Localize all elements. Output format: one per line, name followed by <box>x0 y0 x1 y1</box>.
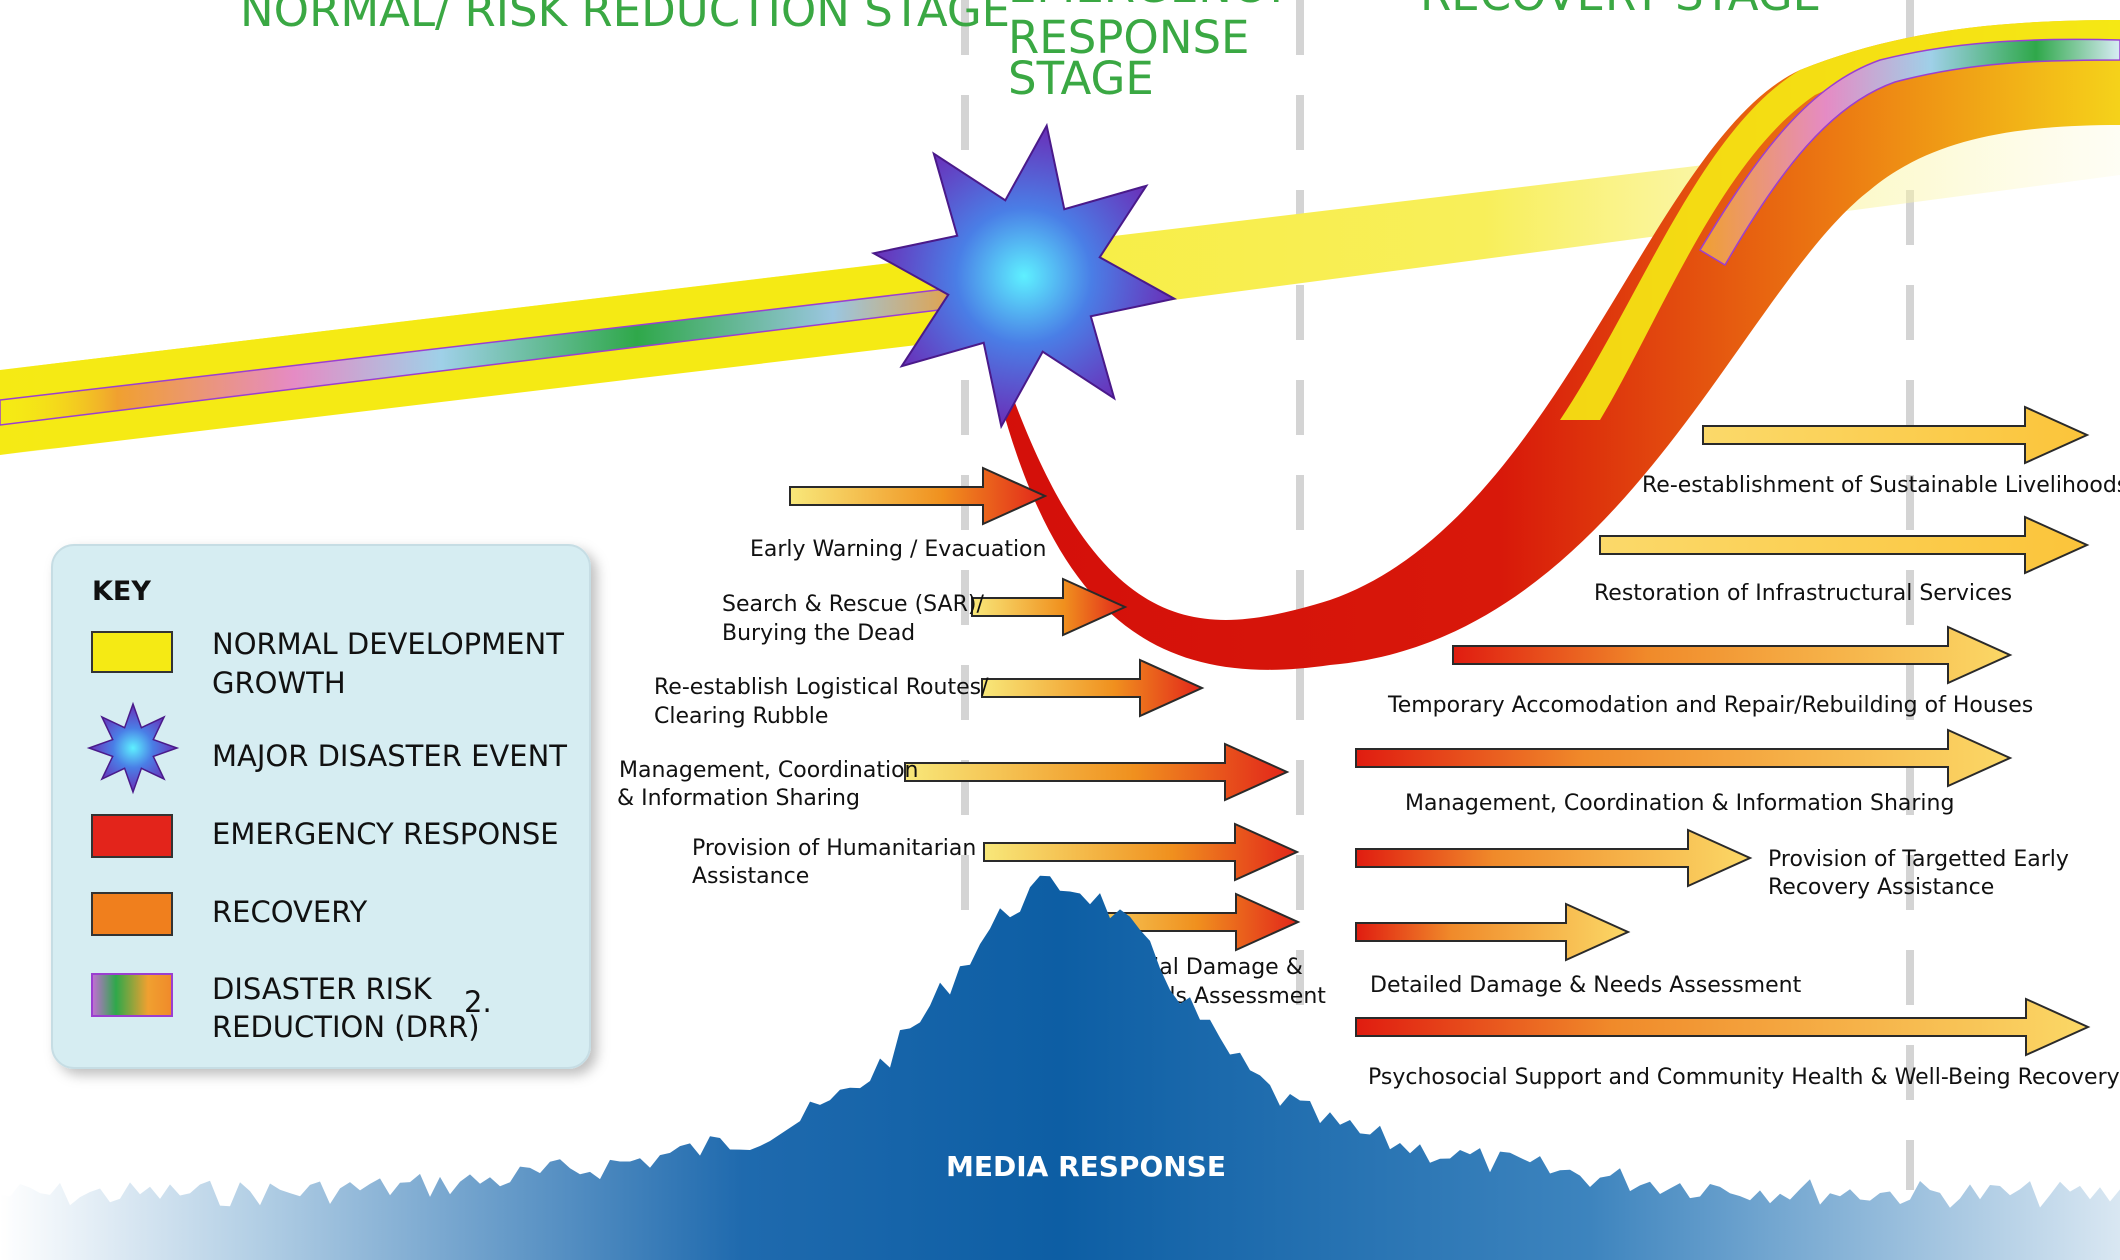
label-housing: Temporary Accomodation and Repair/Rebuil… <box>1387 693 2033 718</box>
key-label-normal-growth-1: NORMAL DEVELOPMENT <box>212 627 564 661</box>
label-mgmt-2: & Information Sharing <box>617 786 860 811</box>
media-response: MEDIA RESPONSE <box>0 875 2120 1260</box>
label-sar-1: Search & Rescue (SAR)/ <box>722 592 984 617</box>
arrow-early-warning <box>789 466 1048 526</box>
curve-yellow-rim <box>1560 20 2120 420</box>
label-detailed-damage: Detailed Damage & Needs Assessment <box>1370 973 1802 998</box>
arrow-humanitarian <box>983 822 1300 882</box>
label-targetted-2: Recovery Assistance <box>1768 875 1994 900</box>
arrow-livelihoods <box>1702 405 2090 465</box>
label-livelihoods: Re-establishment of Sustainable Liveliho… <box>1642 473 2120 498</box>
label-humanitarian-2: Assistance <box>692 864 809 889</box>
key-title: KEY <box>92 576 151 607</box>
response-curve <box>990 20 2120 670</box>
key-panel: KEY NORMAL DEVELOPMENT GROWTH MAJOR DISA… <box>51 544 591 1069</box>
stage-title-emergency-2: RESPONSE <box>1008 11 1249 64</box>
arrow-housing <box>1452 625 2013 685</box>
label-mgmt-1: Management, Coordination <box>619 758 919 783</box>
key-label-emergency: EMERGENCY RESPONSE <box>212 817 559 851</box>
key-panel-background <box>51 544 591 1069</box>
stage-title-emergency-3: STAGE <box>1008 52 1154 105</box>
label-logistics-2: Clearing Rubble <box>654 704 828 729</box>
key-swatch-recovery <box>91 892 173 936</box>
disaster-star-icon <box>870 122 1178 430</box>
label-targetted-1: Provision of Targetted Early <box>1768 847 2069 872</box>
arrow-detailed-damage <box>1355 902 1631 962</box>
label-sar-2: Burying the Dead <box>722 621 915 646</box>
label-psychosocial: Psychosocial Support and Community Healt… <box>1368 1065 2120 1090</box>
action-arrows <box>789 405 2091 1057</box>
label-recovery-mgmt: Management, Coordination & Information S… <box>1405 791 1954 816</box>
arrow-logistics <box>981 658 1205 718</box>
label-humanitarian-1: Provision of Humanitarian <box>692 836 976 861</box>
key-swatch-normal-growth <box>91 631 173 673</box>
label-infrastructure: Restoration of Infrastructural Services <box>1594 581 2012 606</box>
arrow-mgmt-recovery <box>1355 728 2013 788</box>
arrow-infrastructure <box>1599 515 2090 575</box>
key-swatch-drr <box>91 973 173 1017</box>
label-logistics-1: Re-establish Logistical Routes/ <box>654 675 989 700</box>
key-label-disaster-event: MAJOR DISASTER EVENT <box>212 739 567 773</box>
label-early-warning: Early Warning / Evacuation <box>750 537 1046 562</box>
key-label-drr-1: DISASTER RISK <box>212 972 433 1006</box>
media-response-label: MEDIA RESPONSE <box>946 1150 1226 1183</box>
key-label-normal-growth-2: GROWTH <box>212 666 346 700</box>
stage-title-normal: NORMAL/ RISK REDUCTION STAGE <box>240 0 1010 37</box>
recovery-actions: Re-establishment of Sustainable Liveliho… <box>1368 473 2120 1090</box>
stage-title-emergency-1: EMERGENCY <box>1008 0 1291 13</box>
key-drr-note: 2. <box>464 985 492 1019</box>
stage-title-recovery: RECOVERY STAGE <box>1420 0 1821 21</box>
drr-strip-upper <box>1698 38 2120 267</box>
arrow-mgmt-emergency <box>904 742 1290 802</box>
arrow-psychosocial <box>1355 997 2091 1057</box>
response-curve-band <box>990 20 2120 670</box>
key-swatch-emergency <box>91 814 173 858</box>
media-response-shape <box>0 875 2120 1260</box>
key-label-drr-2: REDUCTION (DRR) <box>212 1010 480 1044</box>
arrow-targetted <box>1355 828 1753 888</box>
key-star-icon <box>86 701 180 795</box>
emergency-actions: Early Warning / Evacuation Search & Resc… <box>617 537 1326 1009</box>
key-label-recovery: RECOVERY <box>212 895 367 929</box>
arrow-sar <box>971 577 1128 637</box>
